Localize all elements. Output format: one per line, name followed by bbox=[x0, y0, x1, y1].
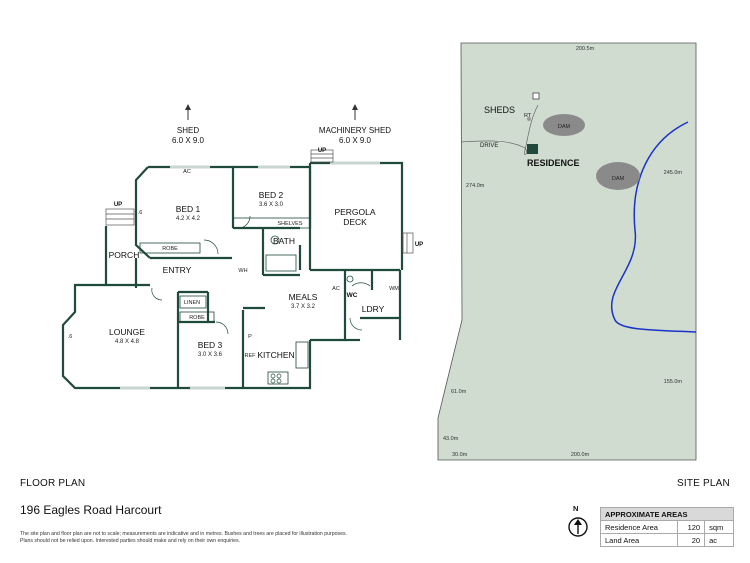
areas-row: Land Area 20 ac bbox=[599, 533, 734, 547]
room-pergola-sub: DECK bbox=[343, 217, 367, 227]
room-bed1-dims: 4.2 X 4.2 bbox=[176, 216, 201, 222]
site-label-sheds: SHEDS bbox=[484, 105, 515, 115]
site-plan-caption: SITE PLAN bbox=[677, 478, 730, 489]
toilet-fixture bbox=[346, 275, 354, 283]
rainwater-tank bbox=[527, 117, 531, 121]
area-label: Land Area bbox=[599, 533, 679, 547]
linen-label: LINEN bbox=[184, 300, 200, 306]
room-pergola: PERGOLA bbox=[334, 207, 375, 217]
robe-label-bed1: ROBE bbox=[162, 246, 178, 252]
fridge-label: REF bbox=[245, 353, 257, 359]
ac-label-meals: AC bbox=[332, 286, 340, 292]
residence-building bbox=[527, 144, 538, 154]
area-value: 20 bbox=[677, 533, 706, 547]
property-address: 196 Eagles Road Harcourt bbox=[20, 503, 162, 517]
dim-left-upper: 274.0m bbox=[466, 183, 485, 189]
room-porch: PORCH bbox=[109, 250, 140, 260]
area-value: 120 bbox=[677, 520, 706, 534]
shelves-label: SHELVES bbox=[278, 221, 303, 227]
room-meals: MEALS bbox=[289, 292, 318, 302]
area-label: Residence Area bbox=[599, 520, 679, 534]
room-bed2-dims: 3.6 X 3.0 bbox=[259, 202, 284, 208]
room-bed3-dims: 3.0 X 3.6 bbox=[198, 352, 223, 358]
room-entry: ENTRY bbox=[163, 265, 192, 275]
robe-label-bed3: ROBE bbox=[189, 315, 205, 321]
disclaimer-line-1: The site plan and floor plan are not to … bbox=[20, 531, 347, 537]
machinery-shed-label: MACHINERY SHED bbox=[319, 126, 391, 135]
door-swings bbox=[151, 215, 371, 335]
wh-label: WH bbox=[238, 268, 247, 274]
shed-dims: 6.0 X 9.0 bbox=[172, 136, 205, 145]
built-ins bbox=[139, 217, 311, 385]
up-label-deck: UP bbox=[415, 242, 423, 248]
site-label-rt: RT bbox=[524, 113, 532, 119]
basin-fixture bbox=[270, 235, 280, 245]
dim-bottom-small: 30.0m bbox=[452, 452, 468, 458]
wm-label: WM bbox=[389, 286, 399, 292]
site-plan-drawing: SHEDS RT DRIVE RESIDENCE DAM DAM 200.5m … bbox=[437, 42, 697, 461]
areas-row: Residence Area 120 sqm bbox=[599, 520, 734, 534]
floor-plan-caption: FLOOR PLAN bbox=[20, 478, 86, 489]
house-walls bbox=[61, 161, 404, 390]
shed-label: SHED bbox=[177, 126, 199, 135]
dim-top: 200.5m bbox=[576, 46, 595, 52]
windows bbox=[120, 161, 380, 390]
site-label-dam-1: DAM bbox=[558, 124, 571, 130]
cooktop-fixture bbox=[270, 373, 282, 384]
site-label-residence: RESIDENCE bbox=[527, 158, 580, 168]
creek-line bbox=[610, 121, 697, 333]
machinery-shed-dims: 6.0 X 9.0 bbox=[339, 136, 372, 145]
area-unit: sqm bbox=[704, 520, 734, 534]
step-height-porch: .6 bbox=[138, 210, 143, 216]
dim-left-lower: 61.0m bbox=[451, 389, 467, 395]
up-label-pergola: UP bbox=[318, 148, 326, 154]
site-label-dam-2: DAM bbox=[612, 176, 625, 182]
dim-bottom-left: 43.0m bbox=[443, 436, 459, 442]
area-unit: ac bbox=[704, 533, 734, 547]
shed-arrow bbox=[185, 104, 191, 120]
areas-title: APPROXIMATE AREAS bbox=[600, 507, 734, 521]
compass-letter: N bbox=[573, 504, 579, 513]
room-bath: BATH bbox=[273, 236, 295, 246]
room-ldry: LDRY bbox=[362, 304, 385, 314]
dim-right-lower: 155.0m bbox=[664, 379, 683, 385]
dam-2-shape bbox=[596, 162, 640, 190]
dim-right-upper: 245.0m bbox=[664, 170, 683, 176]
up-label-porch: UP bbox=[114, 202, 122, 208]
property-boundary bbox=[437, 42, 697, 461]
room-lounge-dims: 4.8 X 4.8 bbox=[115, 339, 140, 345]
room-bed2: BED 2 bbox=[259, 190, 284, 200]
areas-table: APPROXIMATE AREAS Residence Area 120 sqm… bbox=[599, 507, 734, 547]
shed-building bbox=[532, 92, 540, 100]
disclaimer: The site plan and floor plan are not to … bbox=[20, 531, 380, 544]
dam-1-shape bbox=[543, 114, 585, 136]
machinery-shed-arrow bbox=[352, 104, 358, 120]
room-lounge: LOUNGE bbox=[109, 327, 145, 337]
room-wc: WC bbox=[347, 292, 358, 299]
room-meals-dims: 3.7 X 3.2 bbox=[291, 304, 316, 310]
room-kitchen: KITCHEN bbox=[257, 350, 294, 360]
dim-bottom: 200.0m bbox=[571, 452, 590, 458]
step-height-lounge: .6 bbox=[68, 334, 73, 340]
site-label-drive: DRIVE bbox=[480, 143, 498, 149]
steps bbox=[105, 149, 414, 254]
disclaimer-line-2: Plans should not be relied upon. Interes… bbox=[20, 537, 241, 544]
floor-plan-drawing: SHED 6.0 X 9.0 MACHINERY SHED 6.0 X 9.0 bbox=[61, 104, 423, 390]
pantry-label: P bbox=[248, 334, 252, 340]
room-bed1: BED 1 bbox=[176, 204, 201, 214]
ac-label-bed1: AC bbox=[183, 169, 191, 175]
room-bed3: BED 3 bbox=[198, 340, 223, 350]
driveway-line bbox=[460, 104, 539, 155]
north-compass-icon bbox=[568, 517, 588, 537]
